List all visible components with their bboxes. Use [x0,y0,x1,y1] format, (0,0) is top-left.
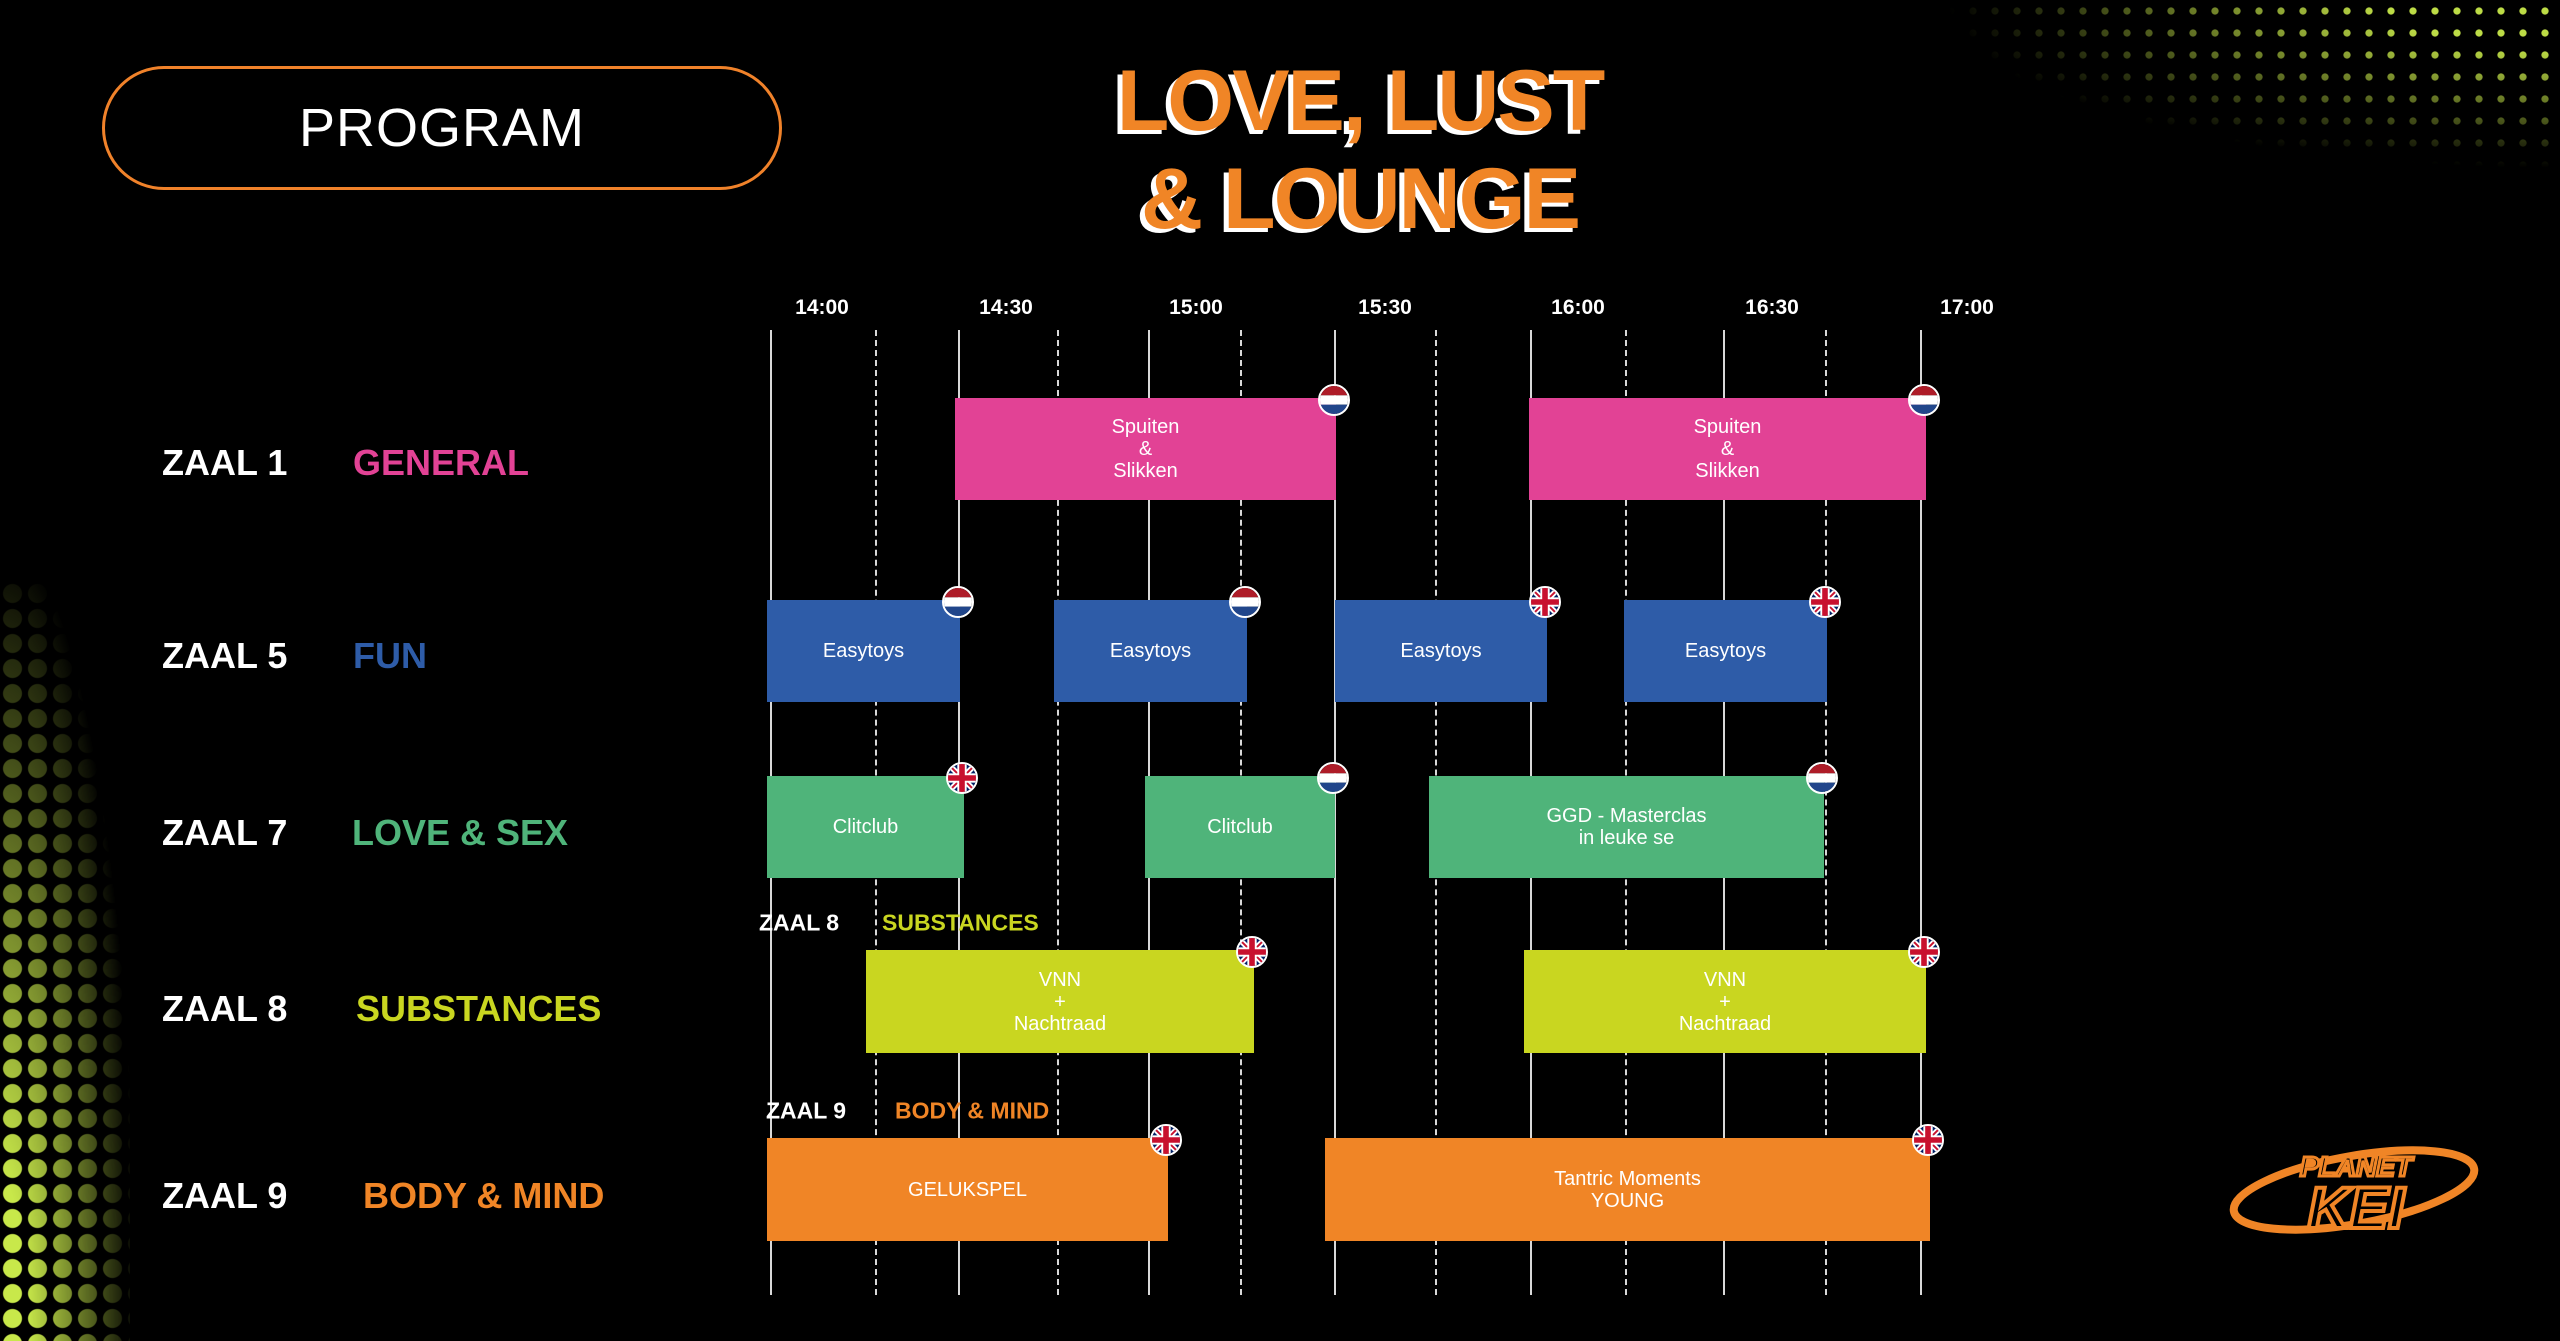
page-title: LOVE, LUST & LOUNGE [1000,52,1720,248]
room-theme: LOVE & SEX [352,812,569,853]
session-block[interactable]: VNN + Nachtraad [866,950,1254,1053]
dutch-flag-icon [942,586,974,618]
session-title: Spuiten & Slikken [1111,416,1180,482]
uk-flag-icon [1150,1124,1182,1156]
grid-line-hour [1920,330,1922,1295]
time-tick-label: 15:00 [1169,296,1223,319]
session-title: Tantric Moments YOUNG [1554,1167,1701,1212]
uk-flag-icon [1908,936,1940,968]
session-title: Clitclub [1207,816,1273,838]
session-title: Easytoys [822,640,905,662]
grid-line-quarter [1825,330,1827,1295]
uk-flag-icon [1529,586,1561,618]
dutch-flag-icon [1229,586,1261,618]
grid-line-quarter [1057,330,1059,1295]
session-block[interactable]: Clitclub [1145,776,1335,878]
room-theme: SUBSTANCES [356,988,602,1029]
title-line-2: & LOUNGE [1141,151,1581,247]
session-title: GGD - Masterclas in leuke se [1546,805,1707,849]
session-block[interactable]: Spuiten & Slikken [955,398,1336,500]
room-theme: GENERAL [353,442,530,483]
uk-flag-icon [946,762,978,794]
session-block[interactable]: Clitclub [767,776,964,878]
session-block[interactable]: Tantric Moments YOUNG [1325,1138,1930,1241]
session-block[interactable]: GELUKSPEL [767,1138,1168,1241]
dutch-flag-icon [1806,762,1838,794]
time-tick-label: 16:00 [1551,296,1605,319]
session-title: Clitclub [832,816,899,838]
session-title: Easytoys [1684,640,1767,662]
sub-room-theme: BODY & MIND [895,1097,1050,1124]
planet-kei-logo: PLANET KEI [2229,1146,2479,1242]
session-title: GELUKSPEL [908,1178,1027,1201]
session-title: Spuiten & Slikken [1693,416,1762,482]
session-block[interactable]: Spuiten & Slikken [1529,398,1926,500]
room-label: ZAAL 9 [162,1175,288,1216]
logo-text-kei: KEI [2308,1176,2407,1241]
sub-room-label: ZAAL 8 [759,909,840,936]
time-tick-label: 14:30 [979,296,1033,319]
time-tick-label: 16:30 [1745,296,1799,319]
title-line-1: LOVE, LUST [1116,53,1605,149]
time-tick-label: 17:00 [1940,296,1994,319]
session-block[interactable]: GGD - Masterclas in leuke se [1429,776,1824,878]
grid-line-hour [1334,330,1336,1295]
dutch-flag-icon [1317,762,1349,794]
logo-text-planet: PLANET [2300,1151,2415,1182]
program-label: PROGRAM [102,66,782,190]
decorative-dots-top-right [1940,0,2560,170]
time-tick-label: 14:00 [795,296,849,319]
uk-flag-icon [1236,936,1268,968]
session-title: VNN + Nachtraad [1013,968,1107,1035]
room-label: ZAAL 5 [162,635,288,676]
time-tick-label: 15:30 [1358,296,1412,319]
dutch-flag-icon [1908,384,1940,416]
session-block[interactable]: Easytoys [1624,600,1827,702]
room-theme: BODY & MIND [363,1175,605,1216]
decorative-dots-bottom-left [0,581,130,1341]
room-label: ZAAL 1 [162,442,288,483]
session-title: VNN + Nachtraad [1678,968,1772,1035]
uk-flag-icon [1912,1124,1944,1156]
room-label: ZAAL 8 [162,988,288,1029]
session-title: Easytoys [1400,640,1482,662]
room-theme: FUN [353,635,427,676]
uk-flag-icon [1809,586,1841,618]
session-block[interactable]: VNN + Nachtraad [1524,950,1926,1053]
session-block[interactable]: Easytoys [1054,600,1247,702]
session-block[interactable]: Easytoys [767,600,960,702]
dutch-flag-icon [1318,384,1350,416]
session-title: Easytoys [1109,640,1192,662]
sub-room-label: ZAAL 9 [766,1097,847,1124]
room-label: ZAAL 7 [162,812,288,853]
sub-room-theme: SUBSTANCES [882,909,1039,936]
session-block[interactable]: Easytoys [1335,600,1547,702]
